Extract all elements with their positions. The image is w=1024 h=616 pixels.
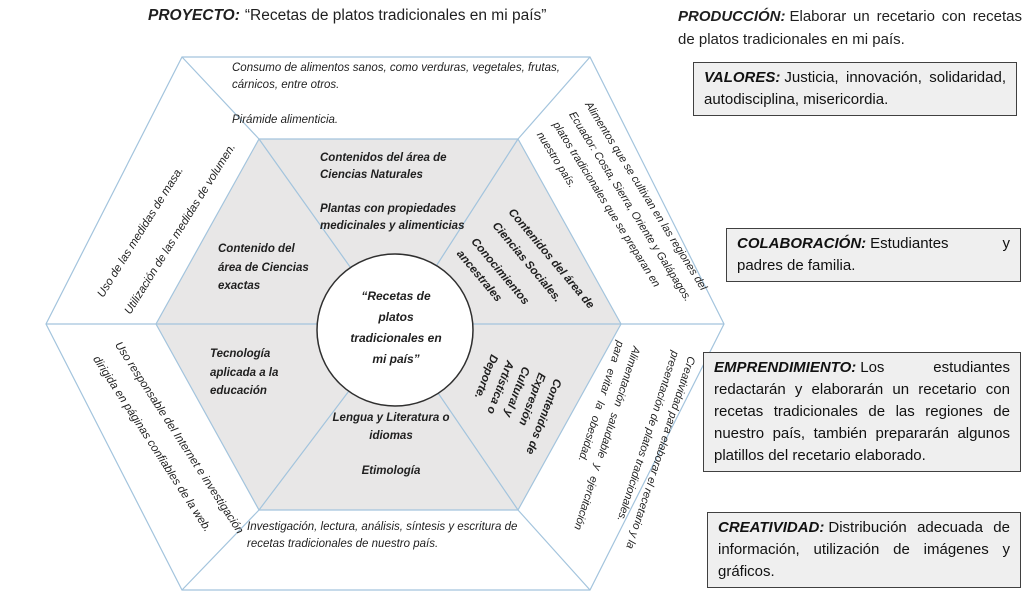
proyecto-name: “Recetas de platos tradicionales en mi p… — [244, 7, 547, 24]
spoke-top-left — [181, 56, 260, 140]
creatividad-box: CREATIVIDAD:Distribución adecuada de inf… — [707, 512, 1021, 588]
proyecto-label: PROYECTO: — [148, 7, 240, 24]
center-circle — [316, 253, 474, 407]
spoke-bottom-right — [517, 509, 591, 591]
center-circle-text: “Recetas de platos tradicionales en mi p… — [350, 289, 442, 366]
colaboracion-text: Estudiantes y padres de familia. — [737, 235, 1010, 274]
inner-ciencias-exactas-text: Contenido del área de Ciencias exactas — [218, 243, 309, 292]
spoke-top-right — [517, 56, 591, 140]
produccion-label: PRODUCCIÓN: — [678, 8, 786, 25]
produccion-paragraph: PRODUCCIÓN:Elaborar un recetario con rec… — [678, 5, 1022, 51]
segment-bottom-text: Investigación, lectura, análisis, síntes… — [247, 521, 518, 550]
inner-ciencias-naturales-text: Contenidos del área de Ciencias Naturale… — [320, 152, 465, 232]
page-title: PROYECTO:“Recetas de platos tradicionale… — [148, 7, 546, 25]
inner-tecnologia-text: Tecnología aplicada a la educación — [210, 348, 279, 397]
valores-box: VALORES:Justicia, innovación, solidarida… — [693, 62, 1017, 116]
valores-text: Justicia, innovación, solidaridad, autod… — [704, 69, 1006, 108]
colaboracion-label: COLABORACIÓN: — [737, 235, 867, 252]
inner-lengua-text: Lengua y Literatura o idiomas Etimología — [332, 412, 450, 477]
valores-label: VALORES: — [704, 69, 781, 86]
emprendimiento-text: Los estudiantes redactarán y elaborarán … — [714, 359, 1010, 464]
creatividad-label: CREATIVIDAD: — [718, 519, 825, 536]
produccion-text: Elaborar un recetario con recetas de pla… — [678, 8, 1022, 48]
creatividad-text: Distribución adecuada de información, ut… — [718, 519, 1010, 580]
colaboracion-box: COLABORACIÓN:Estudiantes y padres de fam… — [726, 228, 1021, 282]
emprendimiento-box: EMPRENDIMIENTO:Los estudiantes redactará… — [703, 352, 1021, 472]
spoke-bottom-left — [181, 509, 260, 591]
segment-top-text: Consumo de alimentos sanos, como verdura… — [232, 62, 560, 126]
emprendimiento-label: EMPRENDIMIENTO: — [714, 359, 857, 376]
